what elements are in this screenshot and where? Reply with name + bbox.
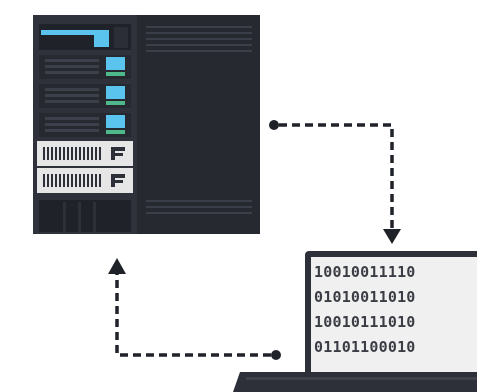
arrow-down-icon (383, 229, 401, 244)
rack-unit (39, 55, 131, 79)
laptop-screen (311, 257, 477, 372)
drive-bay (37, 141, 133, 166)
binary-line-3: 10010111010 (314, 313, 416, 331)
connector-start-dot (271, 350, 281, 360)
connector-laptop-to-server (108, 258, 281, 360)
binary-line-4: 01101100010 (314, 338, 416, 356)
binary-line-2: 01010011010 (314, 288, 416, 306)
server-rack-icon (33, 15, 260, 234)
rack-base (39, 200, 131, 232)
connector-server-to-laptop (269, 120, 401, 244)
vent-grid-top (146, 26, 252, 52)
connector-start-dot (269, 120, 279, 130)
laptop-icon: 10010011110 01010011010 10010111010 0110… (233, 251, 477, 392)
rack-unit (39, 113, 131, 137)
rack-display-unit (39, 24, 131, 50)
rack-unit (39, 84, 131, 108)
laptop-base-highlight (246, 377, 477, 380)
drive-bay (37, 168, 133, 193)
arrow-up-icon (108, 258, 126, 274)
laptop-base (233, 372, 477, 392)
vent-grid-bottom (146, 200, 252, 214)
binary-line-1: 10010011110 (314, 263, 416, 281)
